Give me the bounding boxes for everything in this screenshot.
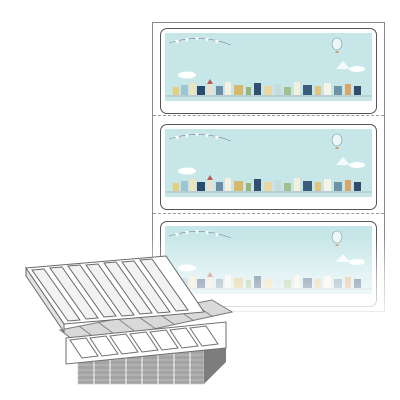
bunting-flags-icon [175, 133, 219, 140]
cloud-icon [178, 162, 365, 175]
label-card [160, 28, 377, 114]
town-illustration [165, 129, 372, 197]
town-skyline-icon [165, 175, 372, 193]
stack-top-cells [69, 325, 219, 359]
town-skyline-icon [165, 79, 372, 97]
hot-air-balloon-icon [331, 37, 343, 53]
perforation-line [153, 115, 384, 116]
cloud-icon [178, 66, 365, 79]
town-illustration [165, 33, 372, 101]
perforation-line [153, 213, 384, 214]
hot-air-balloon-icon [331, 133, 343, 149]
bunting-flags-icon [175, 37, 219, 44]
label-card [160, 124, 377, 210]
stack-fold-cells [31, 258, 189, 322]
